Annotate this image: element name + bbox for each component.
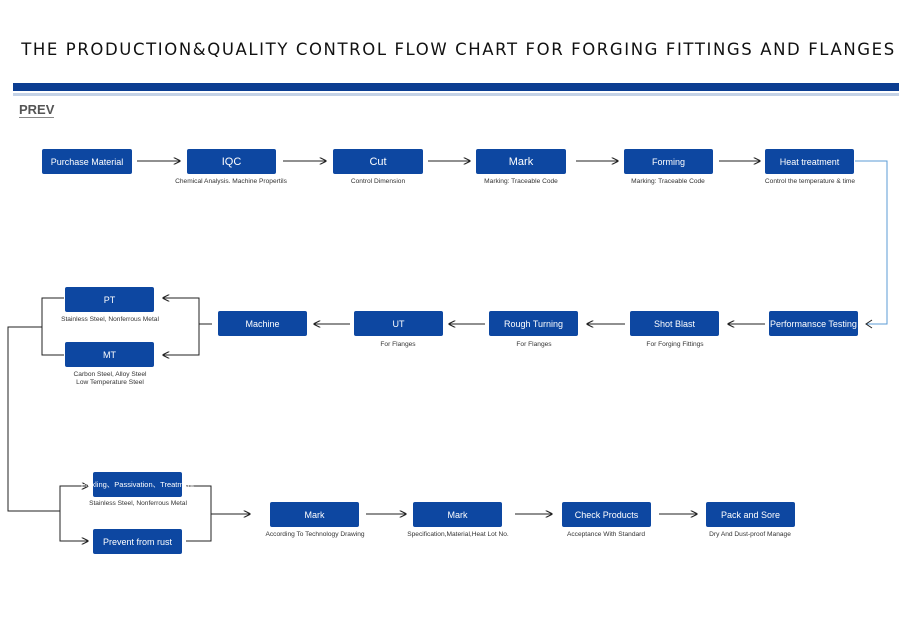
caption-forming: Marking: Traceable Code xyxy=(631,178,705,185)
bracket-branch2 xyxy=(186,485,212,542)
caption-pickling: Stainless Steel, Nonferrous Metal xyxy=(89,500,187,507)
node-pack-and-sore: Pack and Sore xyxy=(706,502,795,527)
caption-cut: Control Dimension xyxy=(350,178,406,185)
bracket-pt-mt xyxy=(41,297,64,356)
caption-iqc: Chemical Analysis. Machine Propertils xyxy=(175,178,287,185)
caption-shot-blast: For Forging Fittings xyxy=(646,341,704,348)
node-pickling: Pickling、Passivation、Treatment xyxy=(81,472,194,497)
caption-heat-treatment: Control the temperature & time xyxy=(764,178,856,185)
prev-link[interactable]: PREV xyxy=(19,102,55,118)
arrow-machine-pt xyxy=(163,298,212,325)
node-rough-turning: Rough Turning xyxy=(489,311,578,336)
node-check-products: Check Products xyxy=(562,502,651,527)
header-bar xyxy=(13,83,899,91)
header-underline xyxy=(13,93,899,96)
arrow-trunk-pickling xyxy=(59,486,88,511)
node-mt: MT xyxy=(65,342,154,367)
node-forming: Forming xyxy=(624,149,713,174)
connector-heat-perf xyxy=(855,160,888,325)
node-mark-spec: Mark xyxy=(413,502,502,527)
node-ut: UT xyxy=(354,311,443,336)
caption-mt: Carbon Steel, Alloy Steel Low Temperatur… xyxy=(73,371,147,386)
node-shot-blast: Shot Blast xyxy=(630,311,719,336)
node-prevent-rust: Prevent from rust xyxy=(93,529,182,554)
node-mark: Mark xyxy=(476,149,566,174)
node-purchase-material: Purchase Material xyxy=(42,149,132,174)
caption-mark-spec: Specification,Material,Heat Lot No. xyxy=(407,531,509,538)
caption-pt: Stainless Steel, Nonferrous Metal xyxy=(61,316,159,323)
caption-mark-drawing: According To Technology Drawing xyxy=(265,531,365,538)
caption-rough-turning: For Flanges xyxy=(516,341,552,348)
node-pt: PT xyxy=(65,287,154,312)
node-mark-drawing: Mark xyxy=(270,502,359,527)
node-performance-testing: Performansce Testing xyxy=(769,311,858,336)
node-iqc: IQC xyxy=(187,149,276,174)
arrow-trunk-rust xyxy=(59,511,88,541)
trunk-left xyxy=(7,326,60,512)
caption-check-products: Acceptance With Standard xyxy=(566,531,646,538)
node-heat-treatment: Heat treatment xyxy=(765,149,854,174)
arrow-machine-mt xyxy=(163,324,200,355)
caption-mark: Marking: Traceable Code xyxy=(484,178,558,185)
page-title: THE PRODUCTION&QUALITY CONTROL FLOW CHAR… xyxy=(21,40,896,59)
caption-ut: For Flanges xyxy=(380,341,416,348)
node-machine: Machine xyxy=(218,311,307,336)
node-cut: Cut xyxy=(333,149,423,174)
caption-pack-and-sore: Dry And Dust-proof Manage xyxy=(709,531,791,538)
